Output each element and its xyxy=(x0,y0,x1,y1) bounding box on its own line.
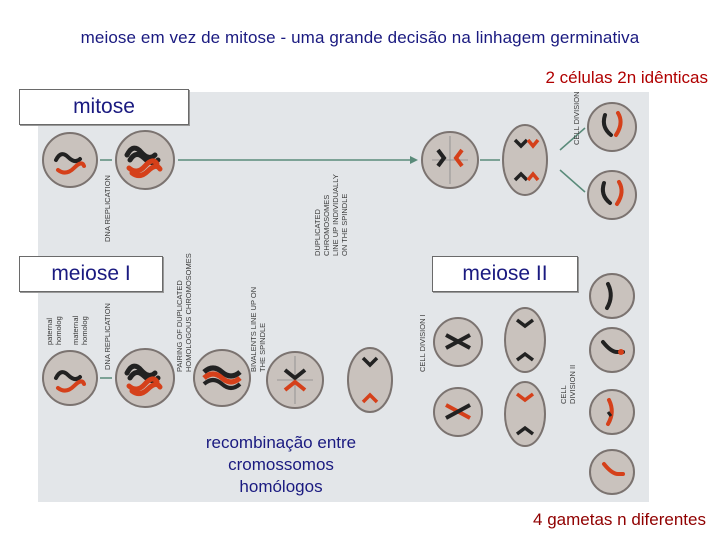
label-cell-division-2-line1: CELL xyxy=(559,385,568,404)
meiosis-II-anaphase-top xyxy=(504,307,546,373)
meiosis-II-cell-top xyxy=(433,317,483,367)
gamete-cell-2 xyxy=(589,327,635,373)
label-duplicated-line3: LINE UP INDIVIDUALLY xyxy=(331,174,340,256)
label-pairing-line2: HOMOLOGOUS CHROMOSOMES xyxy=(184,253,193,372)
label-cell-division-2-line2: DIVISION II xyxy=(568,365,577,404)
meiosis-II-anaphase-bottom xyxy=(504,381,546,447)
recombination-caption: recombinação entre cromossomos homólogos xyxy=(186,432,376,498)
box-meiose-2: meiose II xyxy=(432,256,578,292)
meiosis-cell-2 xyxy=(115,348,175,408)
label-cell-division-1: CELL DIVISION I xyxy=(418,314,427,372)
mitosis-cell-1 xyxy=(42,132,98,188)
label-pairing-line1: PAIRING OF DUPLICATED xyxy=(175,280,184,372)
recombination-line-3: homólogos xyxy=(239,477,323,496)
label-dna-replication-2: DNA REPLICATION xyxy=(103,303,112,370)
label-maternal-line2: homolog xyxy=(80,316,89,345)
mitosis-anaphase-cell xyxy=(502,124,548,196)
arrow-mitosis-3b xyxy=(559,169,586,193)
meiosis-cell-1 xyxy=(42,350,98,406)
gamete-cell-3 xyxy=(589,389,635,435)
label-bivalents-line1: BIVALENTS LINE UP ON xyxy=(249,287,258,372)
label-maternal-line1: maternal xyxy=(71,315,80,345)
gamete-cell-1 xyxy=(589,273,635,319)
label-paternal-line2: homolog xyxy=(54,316,63,345)
label-bivalents-line2: THE SPINDLE xyxy=(258,323,267,372)
label-cell-division-top: CELL DIVISION xyxy=(572,92,581,146)
label-identical-cells: 2 células 2n idênticas xyxy=(545,68,708,87)
box-meiose-1: meiose I xyxy=(19,256,163,292)
label-duplicated-line4: ON THE SPINDLE xyxy=(340,194,349,256)
recombination-line-1: recombinação entre xyxy=(205,433,357,452)
arrow-mitosis-3a xyxy=(559,127,586,151)
box-mitose: mitose xyxy=(19,89,189,125)
arrowhead xyxy=(410,156,418,164)
meiosis-II-cell-bottom xyxy=(433,387,483,437)
mitosis-daughter-cell-1 xyxy=(587,102,637,152)
label-paternal-line1: paternal xyxy=(45,318,54,345)
meiosis-anaphase-I-cell xyxy=(347,347,393,413)
meiosis-pairing-cell xyxy=(193,349,251,407)
mitosis-metaphase-cell xyxy=(421,131,479,189)
label-duplicated-line1: DUPLICATED xyxy=(313,208,322,256)
label-different-gametes: 4 gametas n diferentes xyxy=(533,510,706,529)
recombination-line-2: cromossomos xyxy=(228,455,334,474)
mitosis-daughter-cell-2 xyxy=(587,170,637,220)
label-duplicated-line2: CHROMOSOMES xyxy=(322,195,331,256)
label-dna-replication-1: DNA REPLICATION xyxy=(103,175,112,242)
mitosis-cell-2 xyxy=(115,130,175,190)
page-title: meiose em vez de mitose - uma grande dec… xyxy=(80,28,640,47)
meiosis-bivalent-cell xyxy=(266,351,324,409)
gamete-cell-4 xyxy=(589,449,635,495)
